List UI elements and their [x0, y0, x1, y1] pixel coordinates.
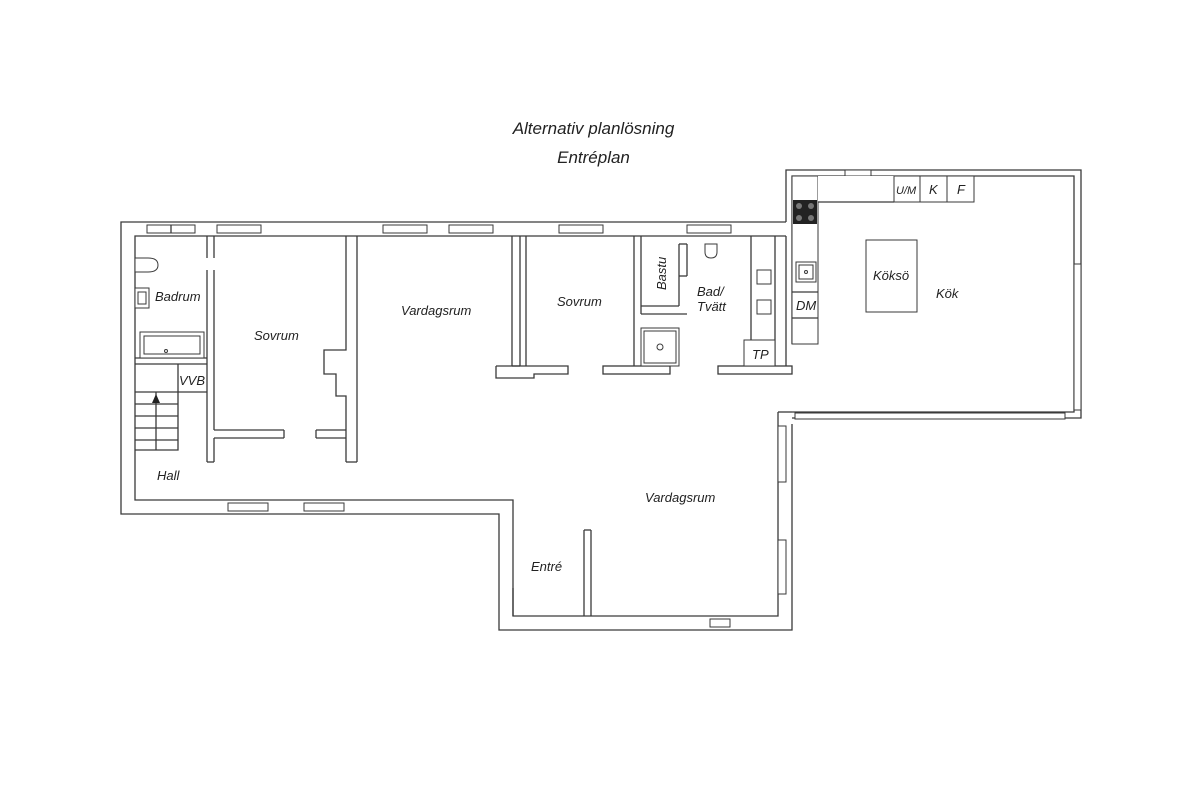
- label-badrum: Badrum: [155, 289, 201, 304]
- windows: [146, 169, 1082, 628]
- plan-title: Alternativ planlösning: [512, 119, 675, 138]
- room-labels: Badrum Sovrum Vardagsrum Sovrum Bastu Ba…: [155, 182, 966, 574]
- label-vardagsrum-top: Vardagsrum: [401, 303, 471, 318]
- interior-walls: [135, 175, 894, 463]
- label-tp: TP: [752, 347, 769, 362]
- label-vardagsrum-main: Vardagsrum: [645, 490, 715, 505]
- label-hall: Hall: [157, 468, 181, 483]
- label-sovrum-mid: Sovrum: [557, 294, 602, 309]
- label-bad: Bad/: [697, 284, 725, 299]
- label-entre: Entré: [531, 559, 562, 574]
- label-k: K: [929, 182, 939, 197]
- label-um: U/M: [896, 185, 917, 197]
- label-bastu: Bastu: [654, 257, 669, 290]
- label-kok: Kök: [936, 286, 960, 301]
- label-kokso: Köksö: [873, 268, 909, 283]
- outer-walls: [120, 169, 1082, 631]
- plan-subtitle: Entréplan: [557, 148, 630, 167]
- label-vvb: VVB: [179, 373, 205, 388]
- label-sovrum-left: Sovrum: [254, 328, 299, 343]
- kitchen-island: [865, 239, 918, 313]
- stair-arrow-icon: [152, 394, 160, 403]
- label-tvatt: Tvätt: [697, 299, 727, 314]
- appliance-boxes: [743, 175, 975, 367]
- fixtures: [134, 200, 918, 451]
- label-f: F: [957, 182, 966, 197]
- label-dm: DM: [796, 298, 816, 313]
